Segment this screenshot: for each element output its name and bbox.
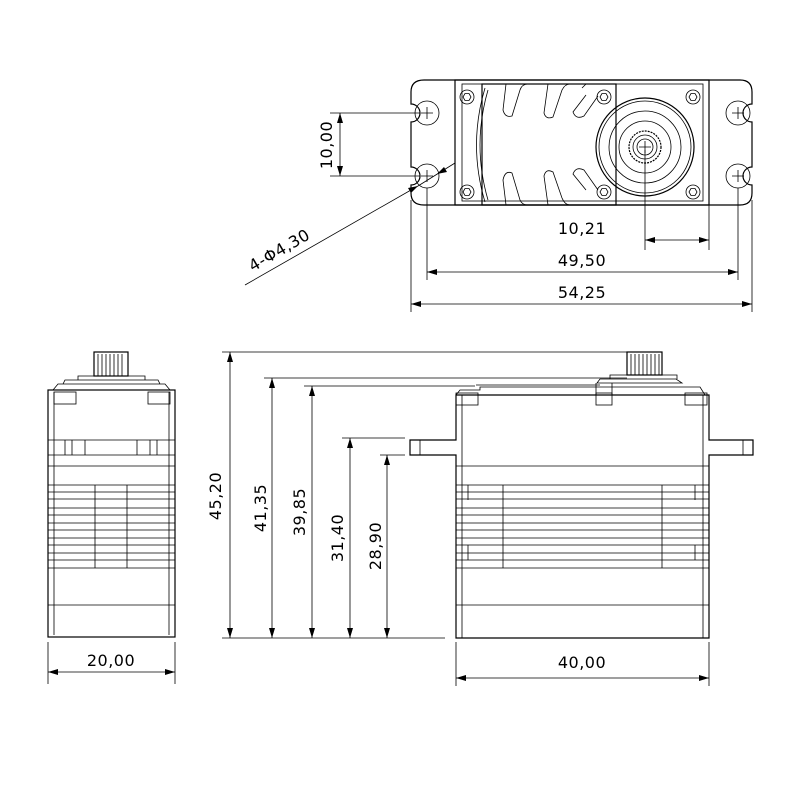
overall-length-label: 54,25 [558, 283, 606, 302]
flange-top-height-label: 31,40 [328, 514, 347, 562]
heatsink-cover [481, 83, 617, 206]
spline-base-height-label: 41,35 [251, 484, 270, 532]
mounting-flange [410, 79, 753, 206]
hole-spacing-label: 10,00 [317, 121, 336, 169]
hole-callout-label: 4-Φ4,30 [245, 225, 313, 275]
screw-icon [459, 89, 701, 200]
dimension-lines [244, 112, 753, 312]
shaft-offset-label: 10,21 [558, 219, 606, 238]
total-height-label: 45,20 [206, 472, 225, 520]
cooling-ribs [456, 484, 709, 569]
body-length-label: 40,00 [558, 653, 606, 672]
front-view: 45,20 41,35 39,85 31,40 28,90 40,00 [206, 351, 754, 686]
heatsink-fins [502, 83, 599, 206]
flange-bottom-height-label: 28,90 [366, 522, 385, 570]
width-label: 20,00 [87, 651, 135, 670]
mounting-hole-icon [414, 100, 751, 189]
side-view: 20,00 [47, 351, 176, 684]
height-dimensions [222, 351, 627, 639]
top-view: 10,00 4-Φ4,30 10,21 49,50 54,25 [244, 79, 753, 312]
hole-pitch-label: 49,50 [558, 251, 606, 270]
front-body [409, 394, 754, 639]
spline-icon [93, 351, 129, 377]
spline-icon [626, 351, 663, 376]
cooling-ribs [48, 484, 175, 569]
case-inner-frame [461, 83, 704, 202]
case-height-label: 39,85 [290, 488, 309, 536]
side-body [47, 389, 176, 638]
